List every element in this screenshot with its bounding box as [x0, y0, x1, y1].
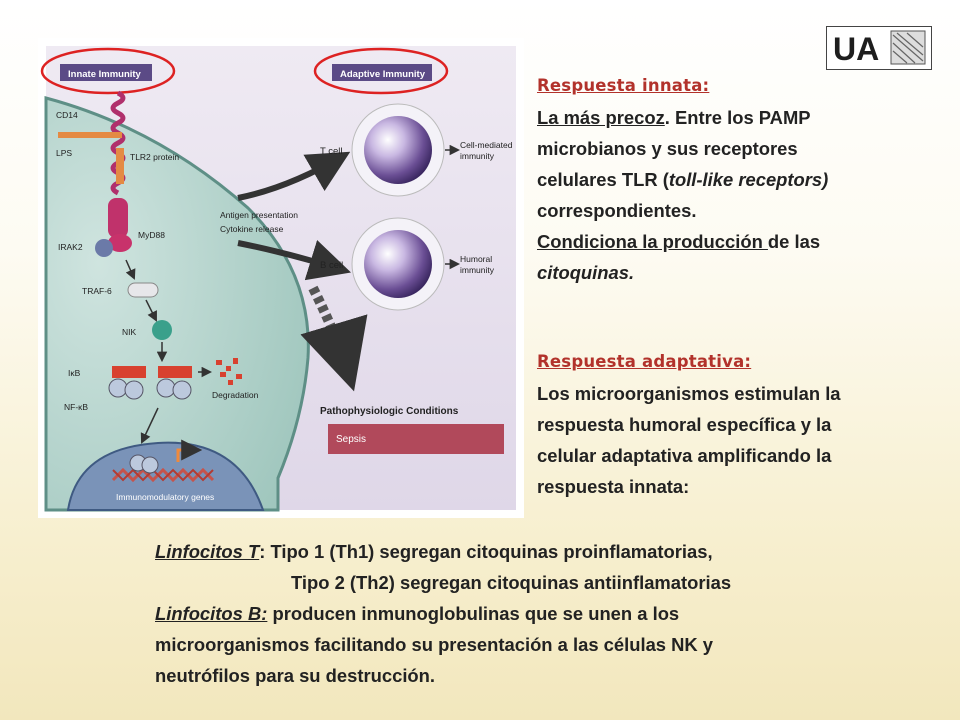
t-line2: Tipo 2 (Th2) segregan citoquinas antiinf… — [291, 572, 732, 593]
ikb-molecule — [112, 366, 146, 378]
innate-line3-b: toll-like receptors) — [668, 169, 829, 190]
cytokine-label: Cytokine release — [220, 224, 284, 234]
degradation-fragments — [216, 358, 242, 385]
nik-label: NIK — [122, 327, 137, 337]
innate-line1-underlined: La más precoz — [537, 107, 665, 128]
transcription-arrow — [176, 439, 203, 462]
sepsis-label: Sepsis — [336, 434, 366, 445]
innate-line3-a: celulares TLR ( — [537, 169, 669, 190]
cell-mediated-label-1: Cell-mediated — [460, 140, 513, 150]
adaptive-line1: Los microorganismos estimulan la — [537, 383, 841, 404]
dna-strand — [111, 467, 215, 483]
innate-section: Respuesta innata: La más precoz. Entre l… — [537, 70, 828, 288]
innate-line1-rest: . Entre los PAMP — [664, 107, 811, 128]
nfkb-molecule — [124, 380, 144, 400]
lps-label: LPS — [56, 148, 72, 158]
innate-line6: citoquinas. — [537, 262, 635, 283]
nik-molecule — [152, 320, 172, 340]
cd14-molecule — [116, 148, 124, 184]
patho-arrow — [300, 285, 368, 392]
logo-text: UA — [833, 31, 879, 67]
innate-label: Innate Immunity — [68, 69, 142, 80]
adaptive-label-box — [332, 64, 432, 81]
innate-highlight — [40, 47, 176, 95]
university-seal-icon — [890, 30, 926, 65]
adaptive-label: Adaptive Immunity — [340, 69, 426, 80]
tcell-label: T cell — [320, 146, 343, 157]
to-tcell-arrow — [237, 151, 351, 201]
genes-label: Immunomodulatory genes — [116, 492, 214, 502]
tlr2-domain — [108, 198, 128, 238]
innate-line4: correspondientes. — [537, 200, 697, 221]
adaptive-highlight — [313, 47, 449, 95]
myd88-molecule — [108, 234, 132, 252]
patho-label: Pathophysiologic Conditions — [320, 406, 459, 417]
myd88-label: MyD88 — [138, 230, 165, 240]
traf6-molecule — [127, 282, 159, 298]
antigen-label: Antigen presentation — [220, 210, 298, 220]
bcell-label: B cell — [320, 260, 343, 271]
university-logo: UA — [826, 26, 932, 70]
irak2-molecule — [95, 239, 113, 257]
t-lymphocytes-label: Linfocitos T — [155, 541, 260, 562]
adaptive-line2: respuesta humoral específica y la — [537, 414, 832, 435]
t-colon: : — [259, 541, 271, 562]
b-line1: producen inmunoglobulinas que se unen a … — [267, 603, 680, 624]
b-lymphocytes-label: Linfocitos B: — [155, 603, 268, 624]
nfkb-label: NF-κB — [64, 402, 88, 412]
b-line3: neutrófilos para su destrucción. — [155, 665, 435, 686]
immunity-diagram: Immunomodulatory genes Innate Immunity A… — [38, 38, 524, 518]
adaptive-section: Respuesta adaptativa: Los microorganismo… — [537, 346, 841, 502]
adaptive-heading: Respuesta adaptativa: — [537, 352, 752, 371]
tlr2-label: TLR2 protein — [130, 152, 179, 162]
to-bcell-arrow — [237, 240, 352, 281]
innate-line2: microbianos y sus receptores — [537, 138, 798, 159]
cd14-label: CD14 — [56, 110, 78, 120]
innate-line5-rest: de las — [767, 231, 821, 252]
humoral-label-2: immunity — [460, 265, 495, 275]
innate-line5-underlined: Condiciona la producción — [537, 231, 768, 252]
adaptive-line3: celular adaptativa amplificando la — [537, 445, 832, 466]
humoral-label-1: Humoral — [460, 254, 492, 264]
ikb-label: IκB — [68, 368, 81, 378]
innate-label-box — [60, 64, 152, 81]
innate-heading: Respuesta innata: — [537, 76, 710, 95]
adaptive-line4: respuesta innata: — [537, 476, 690, 497]
cell-mediated-label-2: immunity — [460, 151, 495, 161]
t-line1: Tipo 1 (Th1) segregan citoquinas proinfl… — [270, 541, 713, 562]
degradation-label: Degradation — [212, 390, 259, 400]
traf6-label: TRAF-6 — [82, 286, 112, 296]
b-line2: microorganismos facilitando su presentac… — [155, 634, 714, 655]
irak2-label: IRAK2 — [58, 242, 83, 252]
sepsis-box — [328, 424, 504, 454]
lymphocytes-section: Linfocitos T: Tipo 1 (Th1) segregan cito… — [155, 536, 875, 691]
